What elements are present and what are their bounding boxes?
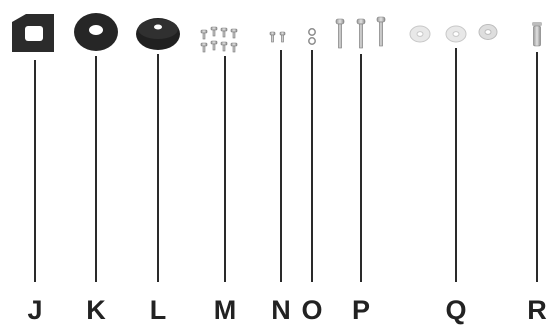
part-m: M bbox=[201, 27, 237, 325]
part-p: P bbox=[336, 17, 385, 325]
part-j: J bbox=[12, 14, 54, 325]
part-n: N bbox=[270, 32, 291, 325]
label-l: L bbox=[150, 295, 167, 325]
part-l: L bbox=[136, 18, 180, 325]
label-q: Q bbox=[445, 295, 466, 325]
label-n: N bbox=[271, 295, 291, 325]
long-screws-icon bbox=[336, 17, 385, 48]
part-o: O bbox=[301, 29, 322, 325]
small-screws-set-icon bbox=[201, 27, 237, 52]
part-q: Q bbox=[410, 25, 497, 326]
flat-washers-icon bbox=[410, 25, 497, 43]
standoff-icon bbox=[532, 22, 542, 46]
label-k: K bbox=[86, 295, 106, 325]
part-r: R bbox=[527, 22, 547, 325]
label-o: O bbox=[301, 295, 322, 325]
label-r: R bbox=[527, 295, 547, 325]
label-j: J bbox=[27, 295, 42, 325]
rubber-bracket-icon bbox=[12, 14, 54, 52]
label-m: M bbox=[214, 295, 237, 325]
mini-screws-icon bbox=[270, 32, 285, 42]
label-p: P bbox=[352, 295, 370, 325]
rings-icon bbox=[309, 29, 315, 44]
black-spacer-washer-icon bbox=[136, 18, 180, 50]
part-k: K bbox=[74, 13, 118, 325]
black-thick-washer-icon bbox=[74, 13, 118, 51]
